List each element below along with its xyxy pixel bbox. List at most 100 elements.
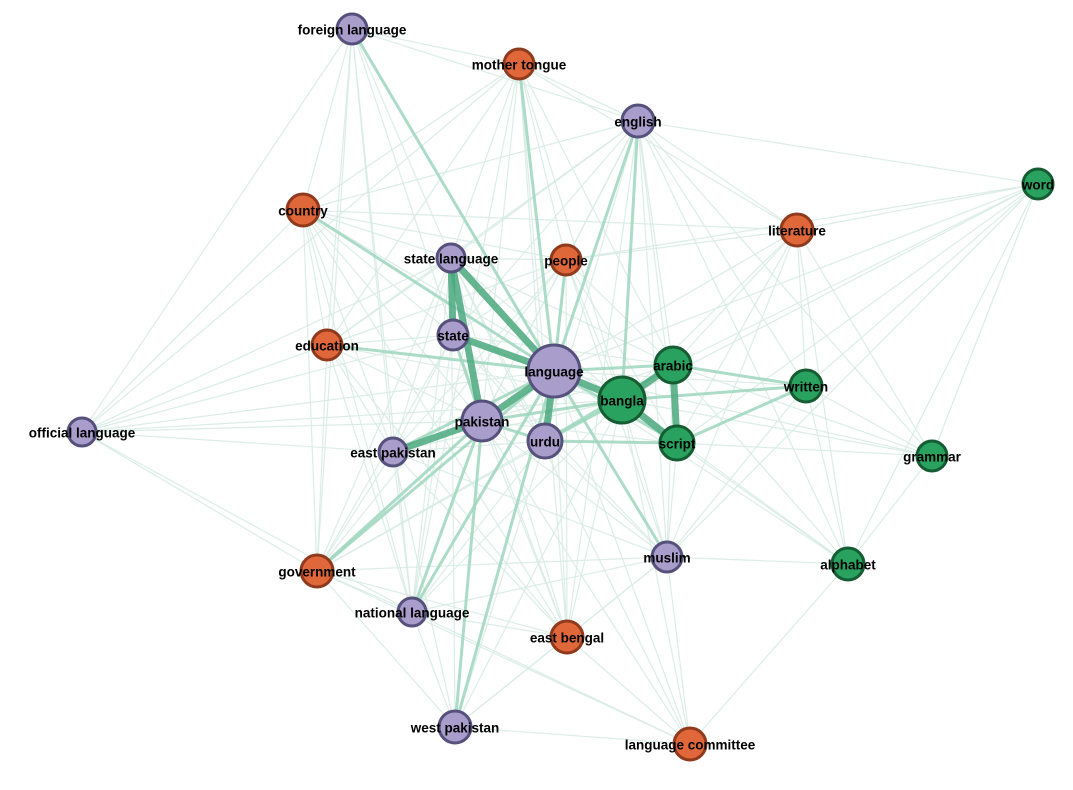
node-west-pakistan[interactable] — [437, 709, 473, 745]
edge-st-co — [302, 209, 454, 336]
node-language[interactable] — [526, 343, 582, 399]
edge-mu-go — [316, 556, 668, 572]
edge-wo-mu — [666, 183, 1039, 558]
node-mother-tongue[interactable] — [502, 47, 536, 81]
node-government[interactable] — [299, 553, 335, 589]
edge-la-wo — [553, 183, 1039, 372]
edge-ba-pe — [565, 259, 623, 401]
node-urdu[interactable] — [526, 422, 564, 460]
edge-co-go — [302, 209, 318, 572]
edge-go-wp — [316, 570, 456, 728]
node-education[interactable] — [310, 328, 344, 362]
edge-en-li — [637, 120, 798, 231]
edge-en-wo — [637, 120, 1039, 185]
node-language-committee[interactable] — [672, 726, 708, 762]
edge-sl-mt — [450, 63, 520, 259]
edge-sl-ol — [81, 257, 452, 433]
node-bangla[interactable] — [597, 375, 647, 425]
node-east-bengal[interactable] — [549, 619, 585, 655]
node-national-language[interactable] — [396, 596, 428, 628]
edge-la-en — [552, 119, 640, 373]
edge-mt-pe — [518, 63, 567, 261]
edge-eb-wp — [454, 636, 568, 728]
edge-sc-al — [676, 442, 849, 565]
edge-pk-ol — [81, 420, 483, 433]
edge-ar-li — [672, 229, 798, 366]
node-official-language[interactable] — [66, 416, 98, 448]
edge-li-mu — [666, 229, 798, 558]
edge-pk-ed — [326, 344, 483, 422]
edge-wo-al — [847, 183, 1039, 565]
edge-wo-wr — [805, 183, 1039, 387]
edge-ur-ep — [392, 440, 546, 453]
node-muslim[interactable] — [650, 540, 684, 574]
node-country[interactable] — [285, 192, 321, 228]
edge-st-en — [452, 120, 639, 336]
edge-sl-lc — [450, 257, 691, 745]
node-literature[interactable] — [779, 212, 815, 248]
edge-ba-ol — [81, 399, 623, 433]
edge-st-ed — [326, 334, 454, 346]
edge-nl-wp — [411, 611, 456, 728]
edge-nl-lc — [411, 611, 691, 745]
edge-li-al — [796, 229, 849, 565]
edge-ol-ep — [81, 431, 394, 453]
node-written[interactable] — [788, 368, 824, 404]
edge-ba-sl — [450, 257, 623, 401]
edge-pk-wp — [453, 419, 484, 729]
node-alphabet[interactable] — [830, 546, 866, 582]
edge-ed-eb — [326, 344, 568, 638]
edge-pe-go — [316, 259, 567, 572]
node-state[interactable] — [436, 318, 470, 352]
edge-fl-ol — [81, 28, 353, 433]
edge-fl-ep — [351, 28, 394, 453]
edge-ba-eb — [566, 399, 623, 638]
edge-gr-al — [847, 455, 933, 565]
edge-la-mt — [517, 62, 556, 373]
edge-wr-mu — [666, 385, 807, 558]
edge-en-co — [302, 120, 639, 211]
edge-co-li — [302, 209, 798, 231]
edge-mt-li — [518, 63, 798, 231]
edge-wr-gr — [805, 385, 933, 457]
edge-sc-li — [676, 229, 798, 444]
edge-sc-pk — [481, 420, 678, 444]
node-arabic[interactable] — [653, 345, 693, 385]
node-pakistan[interactable] — [460, 399, 504, 443]
edge-ar-wo — [672, 183, 1039, 366]
edge-st-ep — [392, 334, 454, 453]
edge-co-ed — [302, 209, 328, 346]
edge-ur-go — [316, 440, 546, 572]
edge-la-nl — [410, 369, 556, 614]
edge-mt-ol — [81, 63, 520, 433]
edge-fl-co — [302, 28, 353, 211]
edge-eb-lc — [566, 636, 691, 745]
edge-ed-go — [316, 344, 328, 572]
node-foreign-language[interactable] — [335, 12, 369, 46]
edge-en-fl — [351, 28, 639, 122]
edge-la-fl — [350, 27, 556, 373]
edge-nl-ep — [392, 451, 413, 613]
node-people[interactable] — [549, 243, 583, 277]
edge-li-wr — [796, 229, 807, 387]
edge-la-go — [315, 369, 556, 573]
edge-go-eb — [316, 570, 568, 638]
edge-ar-gr — [672, 364, 933, 457]
edge-la-co — [301, 208, 556, 373]
edge-li-wo — [796, 183, 1039, 231]
edge-la-mu — [552, 369, 669, 559]
edge-sl-co — [302, 209, 452, 259]
edge-sc-ur — [543, 439, 679, 445]
node-grammar[interactable] — [915, 439, 949, 473]
node-script[interactable] — [658, 424, 696, 462]
node-english[interactable] — [620, 103, 656, 139]
edge-co-pe — [302, 209, 567, 261]
edge-co-ol — [81, 209, 304, 433]
node-state-language[interactable] — [435, 242, 467, 274]
edge-go-ep — [316, 451, 394, 572]
node-east-pakistan[interactable] — [377, 436, 409, 468]
node-word[interactable] — [1021, 167, 1055, 201]
edge-sc-wo — [676, 183, 1039, 444]
